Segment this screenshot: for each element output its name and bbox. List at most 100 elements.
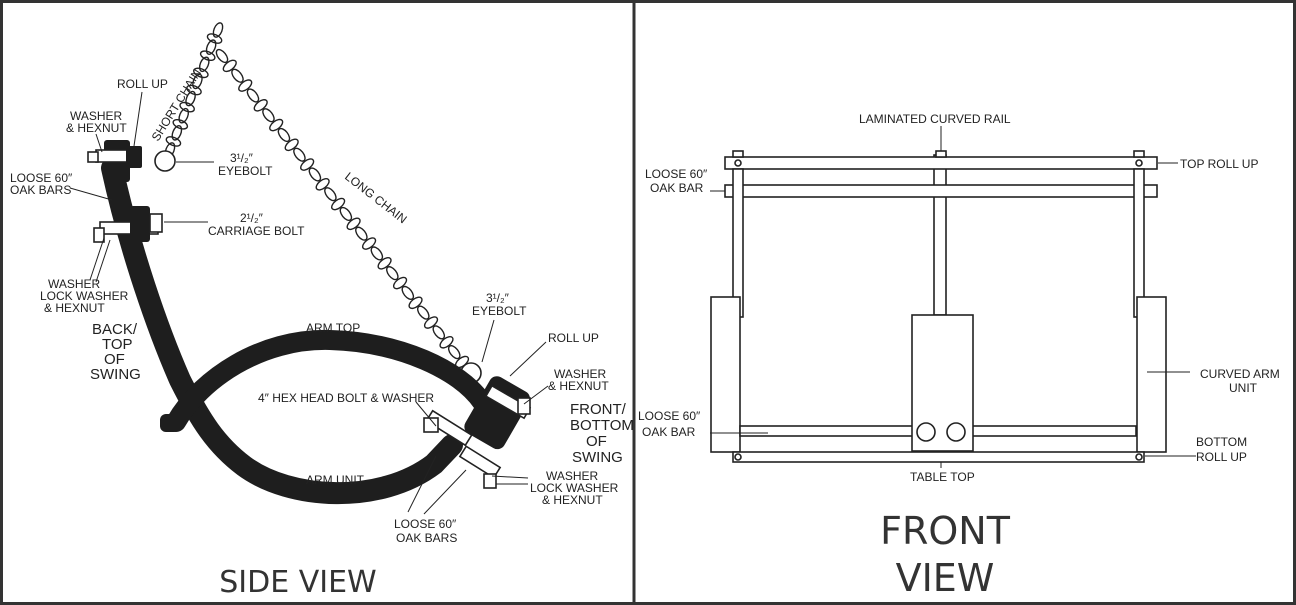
long-chain-link xyxy=(238,79,253,92)
long-chain-link xyxy=(439,335,454,349)
top-eyebolt-label: EYEBOLT xyxy=(218,164,273,178)
loose-oak-bar-top xyxy=(724,184,1158,198)
curved-back-rail xyxy=(101,157,463,505)
right-eyebolt-label: EYEBOLT xyxy=(472,304,527,318)
arm-end-cap xyxy=(160,414,180,432)
bottom-roll-up-bar xyxy=(732,451,1145,463)
hex-head-bolt xyxy=(423,409,473,447)
long-chain-link xyxy=(269,118,284,132)
front-view-leader-lines xyxy=(710,126,1196,468)
top-bolt-stack xyxy=(87,146,142,168)
side-view-leader-lines xyxy=(69,91,549,515)
short-chain-link xyxy=(212,22,224,38)
top-eyebolt-size-label: 3¹/₂″ xyxy=(230,151,254,165)
left-side-post xyxy=(732,168,744,318)
laminated-curved-rail xyxy=(933,154,947,316)
roll-up-right-label: ROLL UP xyxy=(548,331,599,345)
long-chain-link xyxy=(222,59,237,73)
washer-lock-left-label-1: WASHER xyxy=(48,277,101,291)
table-top-label: TABLE TOP xyxy=(910,470,975,484)
loose-bars-top-label-2: OAK BARS xyxy=(10,183,71,197)
loose-bar-bottom-label-1: LOOSE 60″ xyxy=(638,409,701,423)
bottom-roll-up-label-1: BOTTOM xyxy=(1196,435,1247,449)
loose-bars-bottom-label-2: OAK BARS xyxy=(396,531,457,545)
lower-bolt-stack xyxy=(458,445,502,489)
front-roll-up-block xyxy=(464,376,530,450)
long-chain-link xyxy=(315,178,330,191)
long-chain-link xyxy=(377,256,392,270)
laminated-rail-label: LAMINATED CURVED RAIL xyxy=(859,112,1011,126)
long-chain-link xyxy=(284,138,299,152)
front-view-title-line-2: VIEW xyxy=(896,556,995,600)
table-top-hole-right xyxy=(946,422,966,442)
long-chain-link xyxy=(392,276,408,290)
hex-head-bolt-label: 4″ HEX HEAD BOLT & WASHER xyxy=(258,391,434,405)
right-side-post xyxy=(1133,168,1145,318)
loose-bar-top-label-2: OAK BAR xyxy=(650,181,704,195)
long-chain-link xyxy=(355,226,368,241)
carriage-bolt-label: CARRIAGE BOLT xyxy=(208,224,305,238)
arm-top-label: ARM TOP xyxy=(306,321,360,335)
short-chain xyxy=(164,22,224,158)
top-roll-up-label: TOP ROLL UP xyxy=(1180,157,1258,171)
front-view-title-line-1: FRONT xyxy=(880,509,1011,553)
short-chain-link xyxy=(172,118,189,130)
curved-arm-label-2: UNIT xyxy=(1229,381,1258,395)
washer-lock-right-label-1: WASHER xyxy=(546,469,599,483)
right-curved-arm-unit xyxy=(1136,296,1167,453)
long-chain-link xyxy=(300,158,315,171)
long-chain-label: LONG CHAIN xyxy=(342,169,409,226)
long-chain-link xyxy=(386,266,399,281)
washer-hexnut-top-label-1: WASHER xyxy=(70,109,123,123)
long-chain-link xyxy=(370,246,384,261)
washer-lock-left-label-2: LOCK WASHER xyxy=(40,289,129,303)
side-view-panel: ROLL UP WASHER & HEXNUT SHORT CHAIN LONG… xyxy=(10,22,634,600)
top-roll-up-bar xyxy=(724,156,1158,170)
long-chain-link xyxy=(324,187,337,202)
short-chain-link xyxy=(205,39,217,55)
long-chain-link xyxy=(262,108,275,123)
long-chain-link xyxy=(231,68,244,83)
loose-bar-bottom-label-2: OAK BAR xyxy=(642,425,696,439)
right-eyebolt-size-label: 3¹/₂″ xyxy=(486,291,510,305)
long-chain-link xyxy=(215,48,229,64)
left-curved-arm-unit xyxy=(710,296,741,453)
short-chain-link xyxy=(199,50,216,62)
arm-unit xyxy=(166,329,492,432)
short-chain-link xyxy=(198,56,210,73)
loose-bars-top-label-1: LOOSE 60″ xyxy=(10,171,73,185)
side-view-title: SIDE VIEW xyxy=(219,565,376,600)
long-chain-link xyxy=(408,296,423,310)
short-chain-link xyxy=(165,136,182,147)
front-bottom-label-4: SWING xyxy=(572,449,623,466)
carriage-bolt-size-label: 2¹/₂″ xyxy=(240,211,264,225)
washer-hexnut-right-label-1: WASHER xyxy=(554,367,607,381)
top-eyebolt-ring xyxy=(154,150,176,172)
long-chain-link xyxy=(331,197,346,211)
washer-hexnut-right-label-2: & HEXNUT xyxy=(548,379,609,393)
long-chain-link xyxy=(293,147,306,162)
long-chain-link xyxy=(423,316,439,329)
long-chain-link xyxy=(416,305,430,320)
roll-up-top-label: ROLL UP xyxy=(117,77,168,91)
loose-bar-top-label-1: LOOSE 60″ xyxy=(645,167,708,181)
back-top-label-1: BACK/ xyxy=(92,321,138,338)
arm-unit-label: ARM UNIT xyxy=(306,473,365,487)
long-chain-link xyxy=(253,99,268,112)
short-chain-link xyxy=(185,90,196,107)
curved-arm-label-1: CURVED ARM xyxy=(1200,367,1280,381)
washer-lock-left-label-3: & HEXNUT xyxy=(44,301,105,315)
short-chain-link xyxy=(179,101,195,113)
carriage-bolt-stack xyxy=(93,206,163,243)
front-bottom-label-1: FRONT/ xyxy=(570,401,627,418)
long-chain-link xyxy=(361,237,377,250)
bottom-roll-up-label-2: ROLL UP xyxy=(1196,450,1247,464)
long-chain xyxy=(215,48,470,369)
back-top-label-2: TOP xyxy=(102,336,133,353)
front-bottom-label-2: BOTTOM xyxy=(570,417,634,434)
short-chain-link xyxy=(192,73,203,90)
short-chain-link xyxy=(171,125,183,141)
long-chain-link xyxy=(346,217,361,231)
